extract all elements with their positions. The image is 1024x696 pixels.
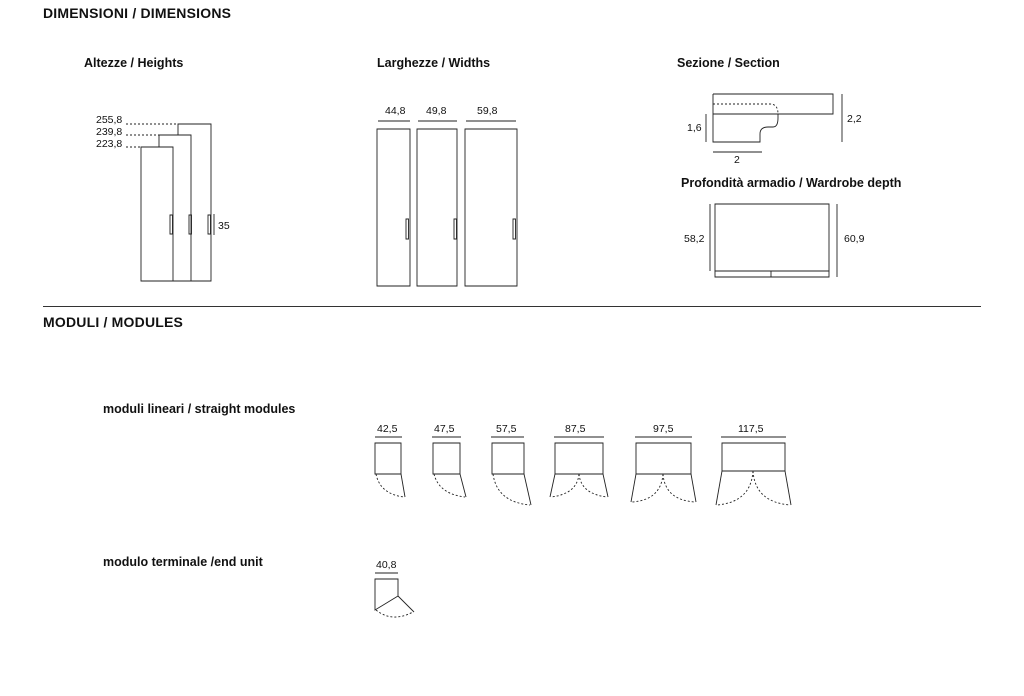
section-hidden-edge (713, 104, 778, 114)
handle-49 (454, 219, 457, 239)
end-unit-module (375, 573, 414, 617)
height-label-239: 239,8 (96, 126, 123, 138)
depth-inner-label: 58,2 (684, 233, 705, 245)
handle-height-label: 35 (218, 220, 230, 232)
handle-59 (513, 219, 516, 239)
module-87 (550, 437, 608, 497)
straight-modules-heading: moduli lineari / straight modules (103, 402, 296, 416)
end-unit-heading: modulo terminale /end unit (103, 555, 263, 569)
end-unit-label: 40,8 (376, 559, 397, 571)
width-label-49: 49,8 (426, 105, 447, 117)
module-label-117: 117,5 (738, 423, 764, 435)
depth-heading: Profondità armadio / Wardrobe depth (681, 176, 902, 190)
module-label-97: 97,5 (653, 423, 674, 435)
wardrobe-short (141, 147, 173, 281)
dimensions-heading: DIMENSIONI / DIMENSIONS (43, 5, 232, 21)
wardrobe-59 (465, 129, 517, 286)
depth-body (715, 204, 829, 271)
module-47 (432, 437, 466, 497)
depth-outer-label: 60,9 (844, 233, 865, 245)
module-label-47: 47,5 (434, 423, 455, 435)
module-label-87: 87,5 (565, 423, 586, 435)
section-heading: Sezione / Section (677, 56, 780, 70)
module-57 (491, 437, 531, 505)
width-label-59: 59,8 (477, 105, 498, 117)
modules-heading: MODULI / MODULES (43, 314, 184, 330)
height-label-255: 255,8 (96, 114, 123, 126)
module-label-42: 42,5 (377, 423, 398, 435)
section-top-edge (713, 94, 833, 114)
module-97 (631, 437, 696, 502)
widths-heading: Larghezze / Widths (377, 56, 491, 70)
section-width-label: 2 (734, 154, 740, 166)
width-label-44: 44,8 (385, 105, 406, 117)
height-label-223: 223,8 (96, 138, 123, 150)
depth-door (715, 271, 829, 277)
section-height-label: 1,6 (687, 122, 702, 134)
heights-heading: Altezze / Heights (84, 56, 184, 70)
handle-tall (208, 215, 211, 234)
section-thickness-label: 2,2 (847, 113, 862, 125)
module-117 (716, 437, 791, 505)
handle-medium (189, 215, 192, 234)
module-42 (375, 437, 405, 497)
widths-drawing (377, 121, 517, 286)
handle-44 (406, 219, 409, 239)
handle-short (170, 215, 173, 234)
wardrobe-49 (417, 129, 457, 286)
section-divider (43, 306, 981, 307)
section-drawing (706, 94, 842, 152)
wardrobe-44 (377, 129, 410, 286)
heights-drawing (126, 124, 214, 281)
module-label-57: 57,5 (496, 423, 517, 435)
section-profile (713, 94, 778, 142)
depth-drawing (710, 204, 837, 277)
